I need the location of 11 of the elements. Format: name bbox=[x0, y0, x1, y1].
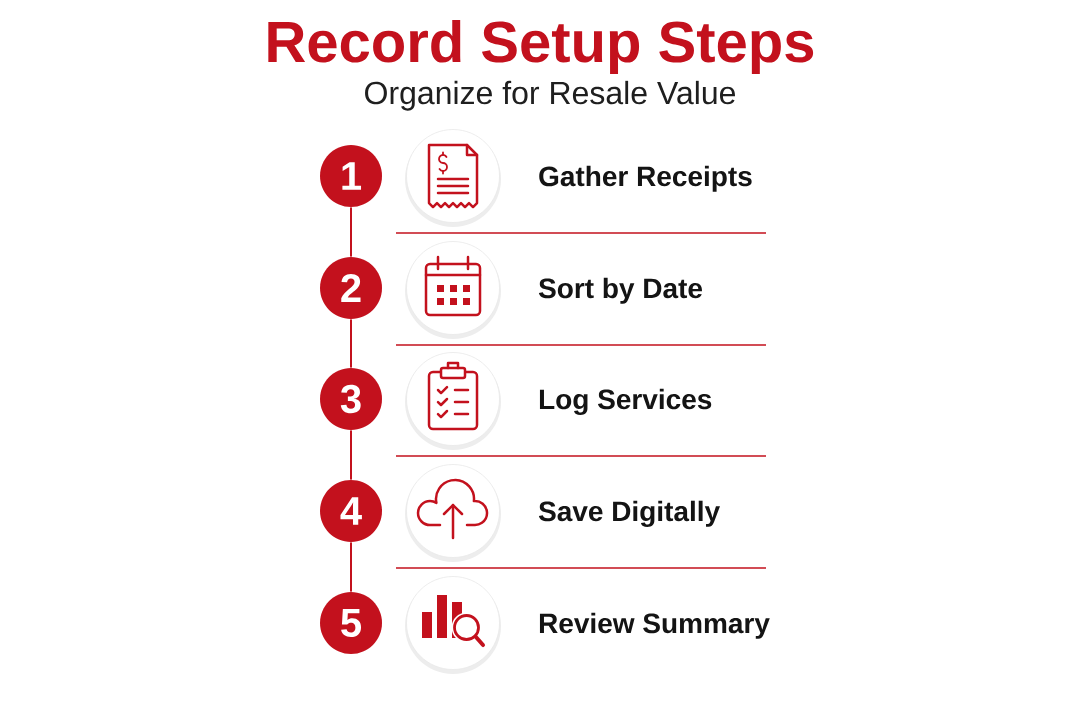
step-label: Sort by Date bbox=[538, 277, 702, 304]
step-label: Save Digitally bbox=[538, 500, 720, 527]
subtitle: Organize for Resale Value bbox=[365, 80, 735, 111]
step-label: Gather Receipts bbox=[539, 165, 752, 192]
connector-line bbox=[350, 541, 352, 593]
connector-line bbox=[350, 429, 352, 481]
step-label: Review Summary bbox=[539, 612, 770, 639]
title: Record Setup Steps bbox=[268, 20, 814, 75]
connector-line bbox=[350, 206, 352, 258]
step-label: Log Services bbox=[539, 388, 712, 415]
connector-line bbox=[350, 318, 352, 369]
